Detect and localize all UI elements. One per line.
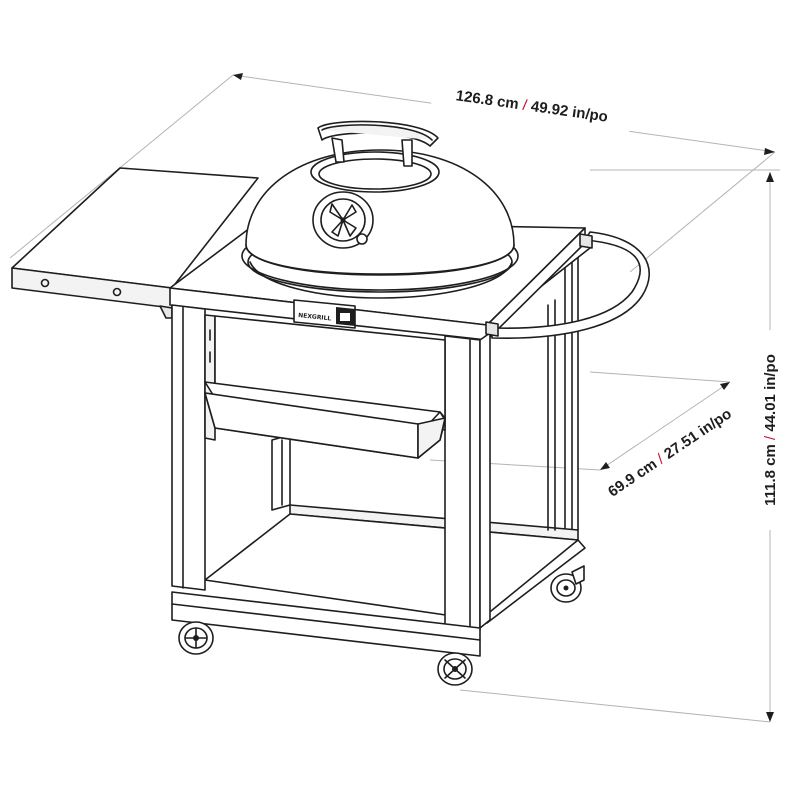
lid-dome (245, 149, 515, 275)
front-right-post (444, 335, 481, 631)
width-arrow-right (764, 148, 775, 155)
rear-left-leg (271, 434, 291, 511)
cart-side-handle (485, 231, 651, 339)
front-right-leg (444, 332, 491, 631)
lid-handle (317, 120, 439, 167)
depth-dimension-line (599, 381, 731, 471)
wheel-front-right (437, 652, 473, 686)
drawer-cavity (214, 315, 446, 431)
shelf-bracket (159, 305, 173, 319)
wheel-front-left (178, 621, 214, 655)
height-dimension: 111.8 cm / 44.01 in/po (459, 169, 784, 723)
brand-logo-text: NEXGRILL (298, 312, 332, 322)
ash-drawer (204, 315, 446, 459)
height-arrow-top (766, 172, 774, 182)
wheel-rear-right (550, 565, 585, 603)
height-label: 111.8 cm / 44.01 in/po (762, 354, 779, 506)
front-left-post (171, 304, 206, 591)
width-extension-right (629, 151, 776, 273)
shelf-hole-2 (112, 287, 122, 297)
lid-top-ring (310, 151, 440, 193)
vent-knob (356, 233, 368, 245)
depth-arrow-front (600, 462, 610, 470)
depth-arrow-back (720, 382, 730, 390)
shelf-hole-1 (40, 278, 50, 288)
width-extension-left (9, 74, 234, 259)
height-extension-bottom (459, 689, 771, 723)
kettle-grill (241, 120, 519, 299)
side-handle-bar (491, 231, 651, 339)
side-shelf (11, 167, 259, 319)
lid-vent (312, 191, 374, 249)
brand-logo-plate: NEXGRILL (293, 299, 356, 329)
front-left-leg (171, 304, 216, 591)
width-arrow-left (233, 73, 243, 80)
depth-extension-back (589, 371, 731, 383)
width-dimension: 126.8 cm / 49.92 in/po (9, 73, 776, 273)
front-bottom-rail (171, 591, 481, 657)
height-arrow-bottom (766, 712, 774, 722)
